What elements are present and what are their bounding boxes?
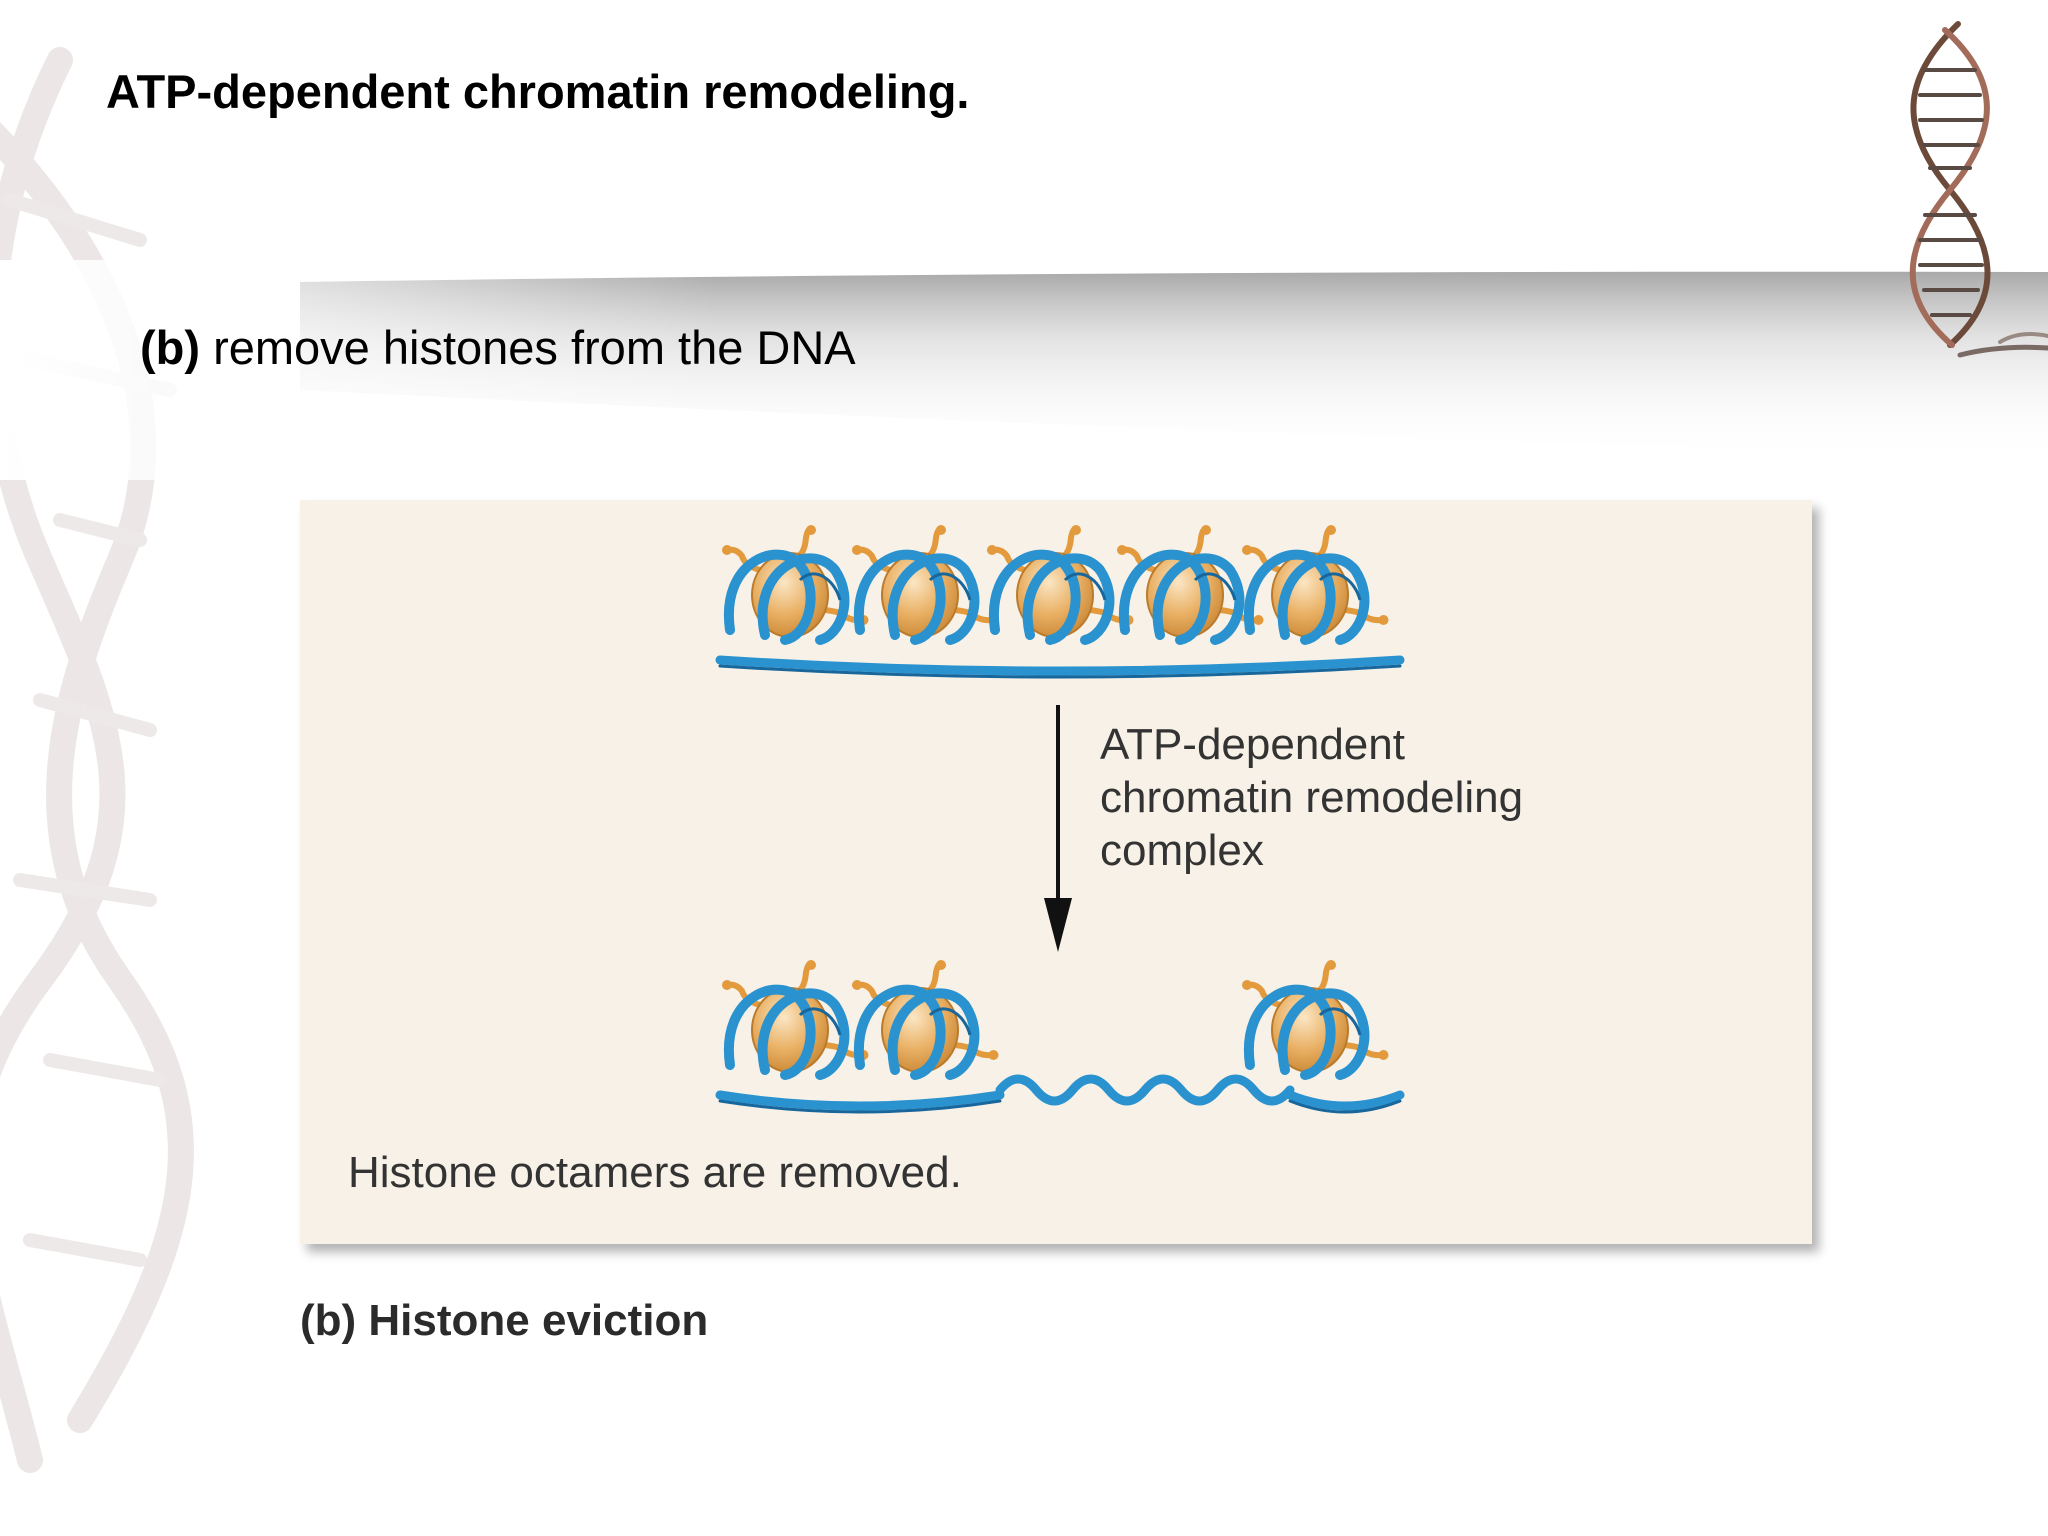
slide-title: ATP-dependent chromatin remodeling. [106, 65, 970, 118]
nucleosome [1242, 960, 1389, 1080]
nucleosome [852, 525, 999, 645]
nucleosome [852, 960, 999, 1080]
nucleosome [1117, 525, 1264, 645]
dna-helix-logo [1909, 21, 2048, 358]
subtitle-prefix: (b) [140, 321, 201, 374]
slide-subtitle: (b) remove histones from the DNA [140, 320, 856, 375]
free-dna-segment [995, 1074, 1295, 1106]
arrow-label: ATP-dependent chromatin remodeling compl… [1100, 718, 1523, 877]
dna-linker [715, 655, 1405, 679]
arrow-label-line-1: ATP-dependent [1100, 720, 1405, 769]
dna-linker [1285, 1090, 1405, 1114]
figure-caption: (b) Histone eviction [300, 1296, 709, 1345]
histone-eviction-diagram [715, 525, 1405, 1114]
nucleosome [987, 525, 1134, 645]
subtitle-text: remove histones from the DNA [213, 321, 856, 374]
top-chromatin-fiber [715, 525, 1405, 679]
nucleosome [722, 960, 869, 1080]
arrow-label-line-2: chromatin remodeling [1100, 773, 1524, 822]
remodeling-arrow [1044, 705, 1072, 952]
bottom-chromatin-fiber [715, 960, 1405, 1114]
arrow-label-line-3: complex [1100, 826, 1264, 875]
bottom-caption: Histone octamers are removed. [348, 1148, 962, 1197]
nucleosome [1242, 525, 1389, 645]
dna-linker [715, 1090, 1005, 1114]
figure-panel: ATP-dependent chromatin remodeling compl… [300, 500, 1812, 1244]
nucleosome [722, 525, 869, 645]
